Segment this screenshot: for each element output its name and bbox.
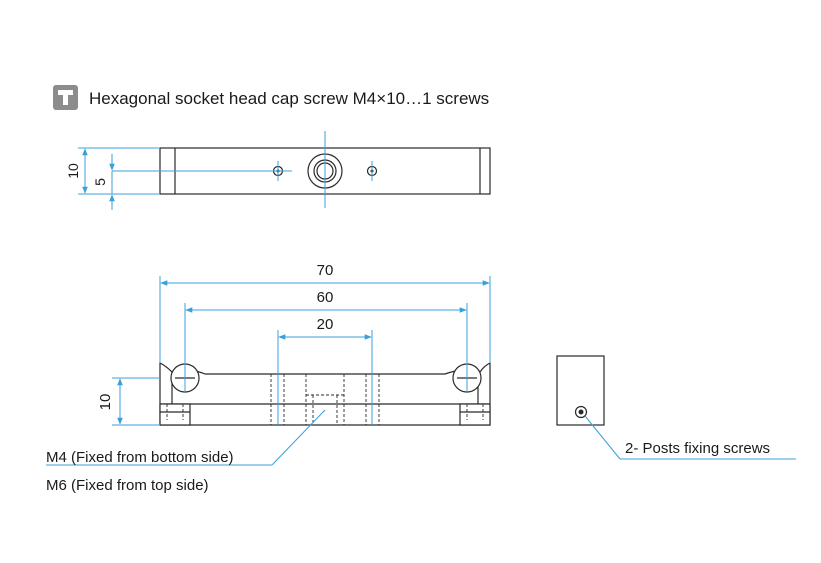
top-view-center-label: 5 — [92, 178, 108, 186]
header-title: Hexagonal socket head cap screw M4×10…1 … — [89, 89, 489, 108]
callout-posts: 2- Posts fixing screws — [625, 440, 770, 457]
side-view-body — [556, 355, 605, 426]
dimension-height-label: 10 — [97, 394, 114, 411]
side-view — [556, 355, 796, 460]
callout-m6: M6 (Fixed from top side) — [46, 477, 209, 494]
dimension-overall-label: 70 — [317, 262, 334, 279]
top-view-height-label: 10 — [65, 163, 81, 179]
top-view: 10 5 — [65, 131, 491, 210]
front-view-hidden-holes — [270, 374, 380, 425]
front-view-body — [159, 362, 491, 426]
front-view: 70 60 20 10 — [46, 262, 491, 466]
dimension-hole-spacing-label: 60 — [317, 289, 334, 306]
front-view-bottom-screw-right — [459, 403, 491, 426]
dimension-center-label: 20 — [317, 316, 334, 333]
front-view-bottom-screw-left — [159, 403, 191, 426]
header: Hexagonal socket head cap screw M4×10…1 … — [53, 85, 489, 110]
side-view-fixing-screw — [574, 405, 588, 419]
callout-m4: M4 (Fixed from bottom side) — [46, 449, 234, 466]
screw-icon — [53, 85, 78, 110]
